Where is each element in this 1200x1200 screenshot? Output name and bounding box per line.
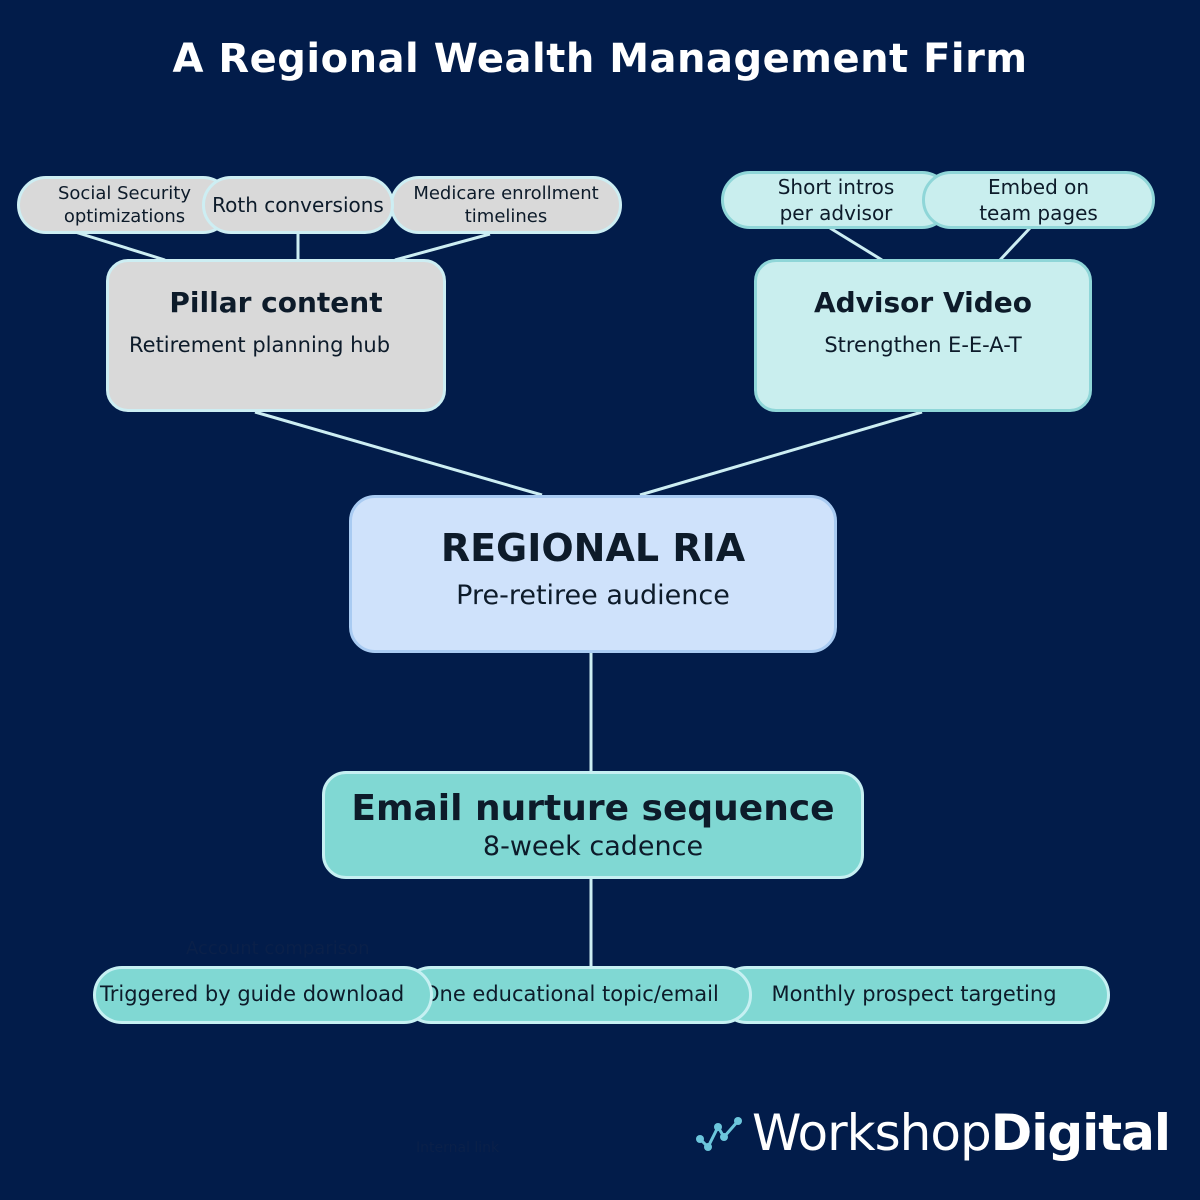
video-child-embed[interactable]: Embed on team pages: [922, 171, 1155, 229]
email-child-triggered[interactable]: Triggered by guide download: [93, 966, 433, 1024]
video-node-title: Advisor Video: [813, 286, 1033, 319]
pillar-child-social-security[interactable]: Social Security optimizations: [17, 176, 232, 234]
link-social-to-pillar: [74, 230, 166, 262]
pillar-node-subtitle: Retirement planning hub: [129, 333, 391, 357]
pillar-node-title: Pillar content: [169, 286, 383, 319]
link-pillar-to-center: [254, 410, 543, 497]
logo-text-workshop: Workshop: [752, 1104, 992, 1162]
advisor-video-node[interactable]: Advisor Video Strengthen E-E-A-T: [754, 259, 1092, 412]
email-child-label: Monthly prospect targeting: [771, 982, 1057, 1007]
email-node-subtitle: 8-week cadence: [482, 831, 704, 862]
pillar-child-label: Roth conversions: [212, 193, 384, 217]
email-child-label: Triggered by guide download: [100, 982, 405, 1007]
link-video-to-center: [639, 410, 923, 497]
pillar-child-label: Social Security optimizations: [57, 182, 191, 227]
email-child-one-topic[interactable]: One educational topic/email: [402, 966, 752, 1024]
workshop-digital-logo: Workshop Digital: [694, 1098, 1171, 1168]
email-node-title: Email nurture sequence: [351, 788, 835, 829]
pillar-child-roth[interactable]: Roth conversions: [202, 176, 394, 234]
hidden-label-account-comparison: Account comparison: [186, 938, 370, 959]
diagram-title: A Regional Wealth Management Firm: [172, 36, 1028, 82]
hidden-label-internal-link: Internal link: [416, 1140, 500, 1156]
video-child-label: Short intros per advisor: [777, 175, 895, 225]
link-intros-to-video: [829, 226, 883, 262]
link-medicare-to-pillar: [394, 232, 491, 262]
email-child-label: One educational topic/email: [423, 982, 719, 1007]
video-child-short-intros[interactable]: Short intros per advisor: [721, 171, 951, 229]
video-child-label: Embed on team pages: [979, 175, 1098, 225]
trend-line-icon: [696, 1117, 742, 1151]
logo-text-digital: Digital: [990, 1104, 1171, 1162]
center-node-title: REGIONAL RIA: [440, 526, 746, 570]
regional-ria-node[interactable]: REGIONAL RIA Pre-retiree audience: [349, 495, 837, 653]
email-nurture-node[interactable]: Email nurture sequence 8-week cadence: [322, 771, 864, 879]
pillar-child-label: Medicare enrollment timelines: [413, 182, 599, 227]
link-embed-to-video: [998, 226, 1032, 262]
video-node-subtitle: Strengthen E-E-A-T: [824, 333, 1022, 357]
pillar-content-node[interactable]: Pillar content Retirement planning hub: [106, 259, 446, 412]
pillar-child-medicare[interactable]: Medicare enrollment timelines: [390, 176, 622, 234]
center-node-subtitle: Pre-retiree audience: [456, 580, 730, 611]
email-child-monthly[interactable]: Monthly prospect targeting: [718, 966, 1110, 1024]
